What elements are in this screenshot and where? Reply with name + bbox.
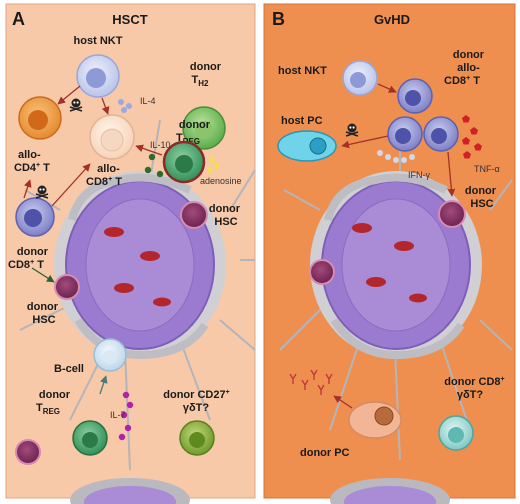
panel-a-title: HSCT (112, 12, 147, 27)
bone-marrow-vessel-a-bottom (70, 478, 190, 504)
arrow (333, 395, 353, 409)
host-nkt-cell-a (76, 54, 120, 98)
donor-hsc-label-a2: donor HSC (27, 301, 61, 326)
bone-marrow-vessel-b-bottom (330, 478, 450, 504)
donor-treg-cell-a (162, 140, 206, 184)
donor-treg-cell-a2 (72, 420, 108, 456)
gdt-cd27-label: donor CD27+ γδT? (163, 385, 233, 414)
panel-b-title: GvHD (374, 12, 410, 27)
host-nkt-label-a: host NKT (74, 35, 123, 47)
adenosine-label: adenosine (200, 176, 242, 186)
host-pc-label: host PC (281, 115, 323, 127)
arrow (23, 179, 32, 199)
donor-th2-cell (182, 106, 226, 150)
donor-hsc-cell-a1 (180, 201, 208, 229)
allo-cd8-label-b: donor allo- CD8+ T (444, 49, 487, 87)
red-blood-cell (409, 293, 427, 303)
arrows-b (333, 83, 456, 409)
arrow (57, 85, 81, 105)
host-pc-cell (277, 130, 337, 162)
panel-b: B GvHD host NKT donor allo- CD8+ T IFN-γ (263, 3, 516, 504)
arrows-a (23, 85, 163, 207)
red-blood-cell (114, 283, 134, 293)
b-cell-label: B-cell (54, 363, 84, 375)
donor-treg-label-a: donor TREG (176, 119, 213, 146)
arrow (101, 97, 110, 115)
donor-pc-cell (348, 401, 402, 439)
tnfa-molecules (462, 115, 482, 159)
donor-th2-label: donor TH2 (190, 61, 224, 88)
red-blood-cell (366, 277, 386, 287)
bone-marrow-vessel-a (54, 171, 226, 360)
allo-cd8-label-a: allo- CD8+ T (86, 163, 123, 188)
ifng-label: IFN-γ (408, 170, 430, 180)
arrow (341, 135, 389, 149)
allo-cd4-t-cell-a (18, 96, 62, 140)
red-blood-cell (153, 297, 171, 307)
panel-a: A HSCT host NKT IL-4 donor TH2 allo- (5, 3, 256, 504)
donor-hsc-cell-a2 (54, 274, 80, 300)
donor-pc-label: donor PC (300, 447, 350, 459)
il7-label: IL-7 (110, 410, 126, 420)
tnfa-label: TNF-α (474, 164, 500, 174)
antibody-icons (289, 369, 333, 395)
donor-hsc-label-a1: donor HSC (209, 203, 243, 228)
allo-cd8-t-cells-b (387, 78, 459, 152)
panel-b-letter: B (272, 9, 285, 29)
donor-hsc-cell-a3 (15, 439, 41, 465)
skull-icon (345, 123, 359, 137)
il10-molecules (144, 153, 164, 178)
bone-marrow-vessel-b (310, 171, 482, 360)
donor-cd8-t-cell-a (15, 197, 55, 237)
adenosine-molecules (207, 156, 220, 174)
skull-icon (35, 185, 49, 199)
panel-a-letter: A (12, 9, 25, 29)
arrow (99, 375, 108, 395)
il10-label: IL-10 (150, 140, 171, 150)
host-nkt-label-b: host NKT (278, 65, 327, 77)
arrow (31, 267, 55, 283)
il4-molecules (118, 99, 132, 113)
gdt-cd8-label: donor CD8+ γδT? (444, 372, 507, 401)
allo-cd4-label: allo- CD4+ T (14, 149, 50, 174)
arrow (377, 83, 397, 93)
il4-label: IL-4 (140, 96, 156, 106)
il7-molecules (118, 391, 134, 441)
red-blood-cell (394, 241, 414, 251)
arrow (447, 151, 456, 197)
red-blood-cell (352, 223, 372, 233)
host-nkt-cell-b (342, 60, 378, 96)
gdt-cell-a (179, 420, 215, 456)
donor-hsc-cell-b1 (438, 200, 466, 228)
donor-hsc-label-b: donor HSC (465, 185, 499, 210)
red-blood-cell (140, 251, 160, 261)
gdt-cell-b (438, 415, 474, 451)
ifng-molecules (377, 150, 415, 163)
donor-hsc-cell-b2 (309, 259, 335, 285)
skull-icon (69, 98, 83, 112)
allo-cd8-t-cell-a (89, 114, 135, 160)
b-cell (93, 338, 127, 372)
arrow (51, 163, 91, 207)
arrow (135, 144, 163, 156)
donor-cd8-label-a: donor CD8+ T (8, 246, 51, 271)
donor-treg-label-a2: donor TREG (36, 389, 73, 416)
red-blood-cell (104, 227, 124, 237)
